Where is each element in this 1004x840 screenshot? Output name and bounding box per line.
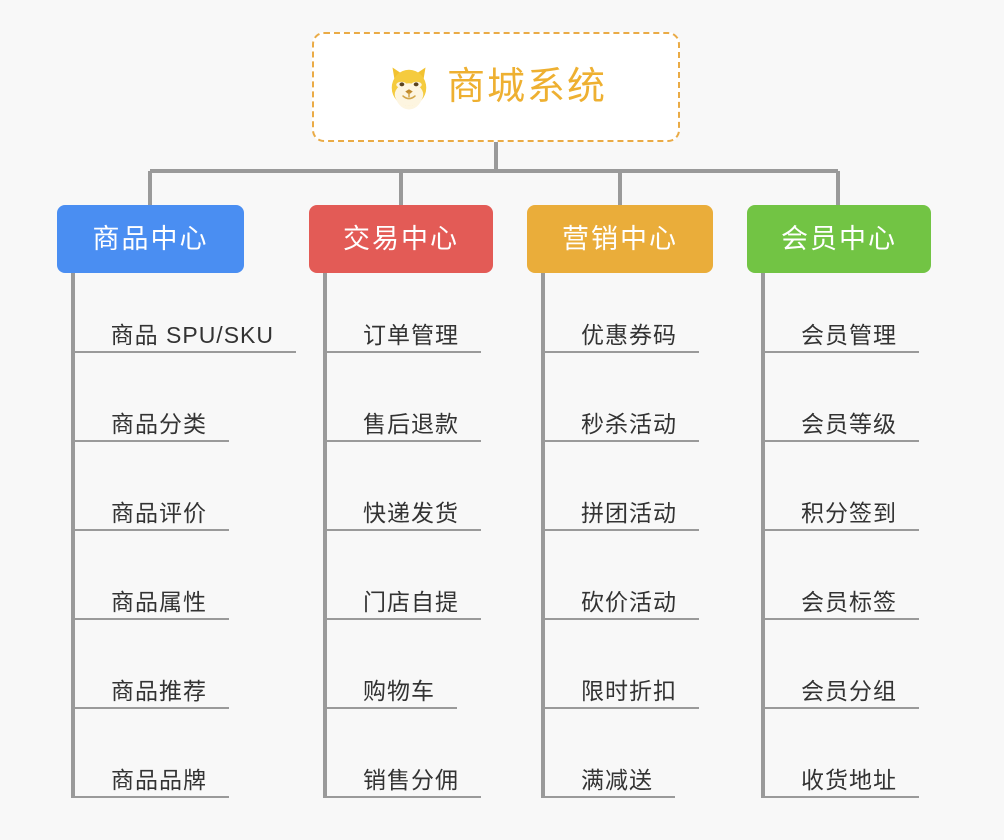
leaf-item[interactable]: 秒杀活动 [543, 402, 699, 442]
category-label-0: 商品中心 [92, 223, 209, 254]
leaf-item[interactable]: 满减送 [543, 758, 675, 798]
leaf-label: 订单管理 [363, 321, 459, 348]
leaf-item[interactable]: 订单管理 [325, 313, 481, 353]
category-node-0[interactable]: 商品中心 [57, 205, 244, 273]
leaf-item[interactable]: 售后退款 [325, 402, 481, 442]
leaf-item[interactable]: 商品 SPU/SKU [73, 313, 296, 353]
leaf-item[interactable]: 商品评价 [73, 491, 229, 531]
category-node-3[interactable]: 会员中心 [747, 205, 931, 273]
leaf-label: 商品属性 [111, 588, 207, 615]
leaf-label: 砍价活动 [581, 588, 677, 615]
leaf-item[interactable]: 会员分组 [763, 669, 919, 709]
leaf-label: 购物车 [363, 677, 435, 704]
leaf-label: 商品分类 [111, 410, 207, 437]
leaf-label: 满减送 [581, 766, 653, 793]
leaf-item[interactable]: 拼团活动 [543, 491, 699, 531]
root-node[interactable]: 商城系统 [312, 32, 680, 142]
leaf-item[interactable]: 销售分佣 [325, 758, 481, 798]
leaf-item[interactable]: 优惠券码 [543, 313, 699, 353]
leaf-label: 积分签到 [801, 499, 897, 526]
category-label-1: 交易中心 [343, 223, 459, 254]
leaf-item[interactable]: 收货地址 [763, 758, 919, 798]
leaf-label: 商品 SPU/SKU [110, 321, 274, 348]
leaf-label: 收货地址 [801, 766, 897, 793]
leaf-label: 销售分佣 [363, 766, 459, 793]
leaf-item[interactable]: 购物车 [325, 669, 457, 709]
category-label-3: 会员中心 [781, 223, 897, 254]
leaf-item[interactable]: 会员标签 [763, 580, 919, 620]
category-node-2[interactable]: 营销中心 [527, 205, 713, 273]
leaf-item[interactable]: 限时折扣 [543, 669, 699, 709]
category-label-2: 营销中心 [562, 223, 678, 254]
leaf-item[interactable]: 商品品牌 [73, 758, 229, 798]
leaf-item[interactable]: 快递发货 [325, 491, 481, 531]
leaf-item[interactable]: 会员管理 [763, 313, 919, 353]
leaf-label: 商品推荐 [111, 677, 207, 704]
category-node-1[interactable]: 交易中心 [309, 205, 493, 273]
leaf-label: 商品评价 [111, 499, 207, 526]
leaf-item[interactable]: 商品属性 [73, 580, 229, 620]
root-title: 商城系统 [446, 66, 607, 108]
leaf-label: 售后退款 [363, 410, 459, 437]
leaf-label: 快递发货 [363, 499, 459, 526]
leaf-item[interactable]: 砍价活动 [543, 580, 699, 620]
leaf-label: 限时折扣 [581, 677, 677, 704]
leaf-label: 优惠券码 [581, 321, 677, 348]
leaf-label: 会员分组 [801, 677, 897, 704]
leaf-label: 会员等级 [801, 410, 897, 437]
leaf-item[interactable]: 会员等级 [763, 402, 919, 442]
leaf-label: 拼团活动 [581, 499, 677, 526]
leaf-item[interactable]: 商品分类 [73, 402, 229, 442]
leaf-label: 会员标签 [801, 588, 897, 615]
leaf-item[interactable]: 积分签到 [763, 491, 919, 531]
leaf-label: 门店自提 [363, 588, 459, 615]
leaf-item[interactable]: 门店自提 [325, 580, 481, 620]
leaf-label: 商品品牌 [111, 766, 207, 793]
leaf-label: 会员管理 [801, 321, 897, 348]
leaf-item[interactable]: 商品推荐 [73, 669, 229, 709]
leaf-label: 秒杀活动 [581, 410, 677, 437]
shiba-dog-icon [385, 63, 433, 111]
